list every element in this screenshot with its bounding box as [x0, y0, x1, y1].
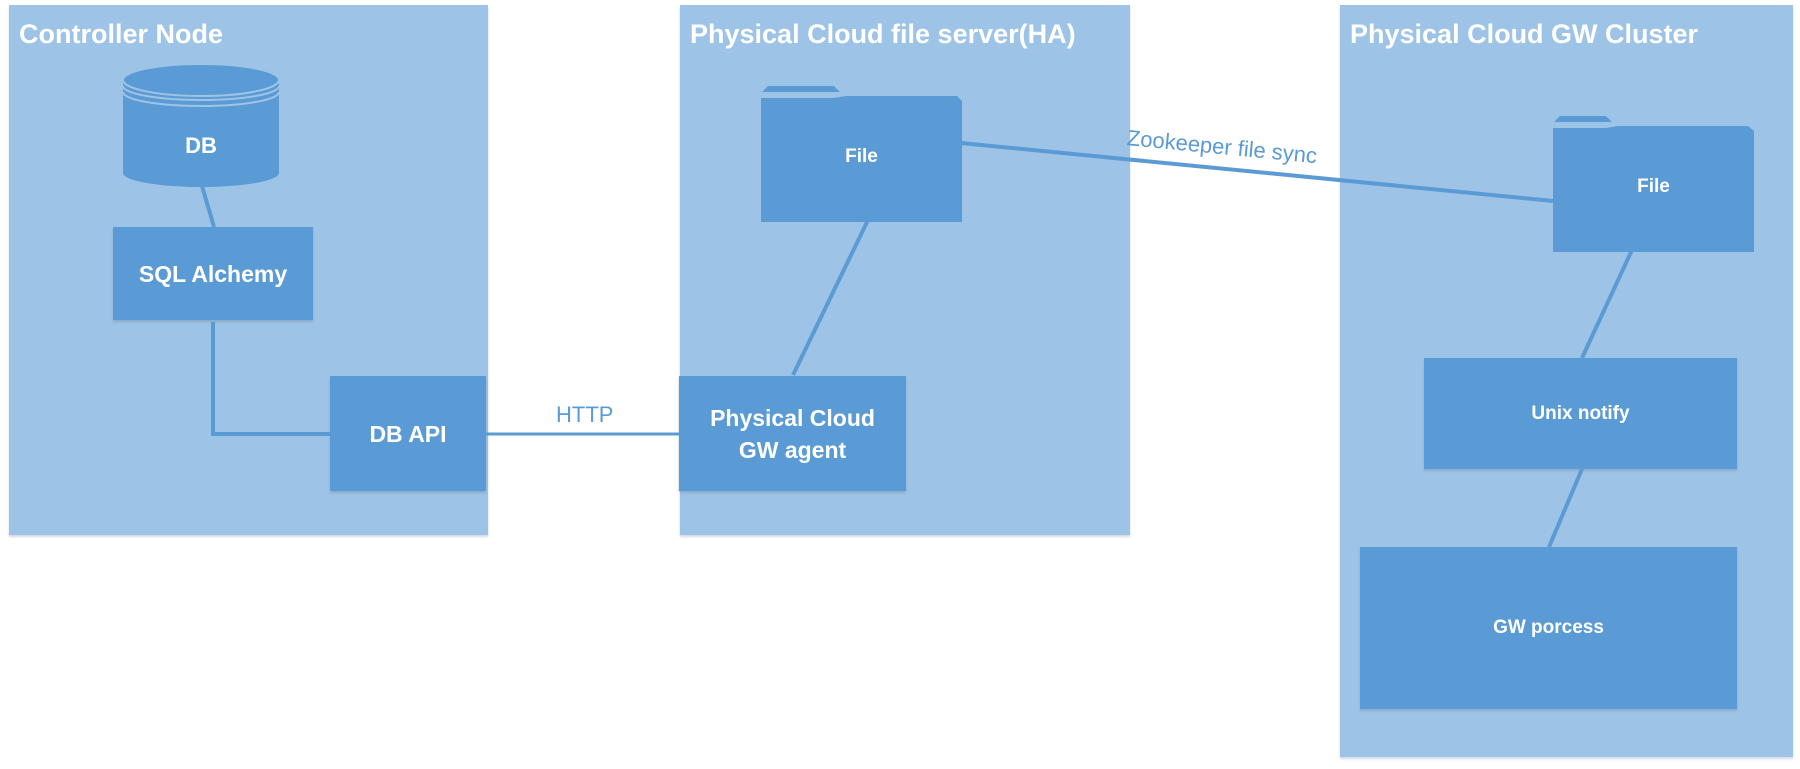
gw-agent-box: Physical Cloud GW agent — [679, 376, 906, 491]
http-edge-label: HTTP — [556, 402, 614, 427]
container-title: Physical Cloud file server(HA) — [690, 19, 1076, 49]
file-server-file-label: File — [845, 146, 878, 167]
folder-icon — [1553, 116, 1754, 252]
sql-alchemy-box: SQL Alchemy — [113, 227, 313, 320]
connector-file-unix — [1580, 249, 1634, 359]
unix-notify-box: Unix notify — [1424, 358, 1737, 469]
connector-zookeeper-sync — [960, 141, 1554, 203]
sql-alchemy-label: SQL Alchemy — [138, 260, 288, 287]
gw-process-label: GW porcess — [1493, 617, 1604, 638]
container-title: Physical Cloud GW Cluster — [1350, 19, 1699, 49]
folder-icon — [761, 86, 962, 222]
gw-process-box: GW porcess — [1360, 547, 1737, 709]
database-icon — [122, 63, 280, 187]
db-api-label: DB API — [369, 420, 447, 447]
connector-file-agent — [791, 217, 871, 376]
gw-agent-label-line1: Physical Cloud — [710, 404, 875, 431]
container-title: Controller Node — [19, 19, 224, 49]
gw-agent-label-line2: GW agent — [738, 436, 847, 463]
db-label: DB — [185, 133, 217, 158]
connector-sql-dbapi — [211, 322, 330, 436]
unix-notify-label: Unix notify — [1531, 402, 1630, 424]
cluster-file-label: File — [1637, 176, 1670, 197]
db-api-box: DB API — [330, 376, 486, 491]
connector-unix-gw — [1547, 468, 1584, 548]
connector-db-sql — [200, 185, 216, 228]
